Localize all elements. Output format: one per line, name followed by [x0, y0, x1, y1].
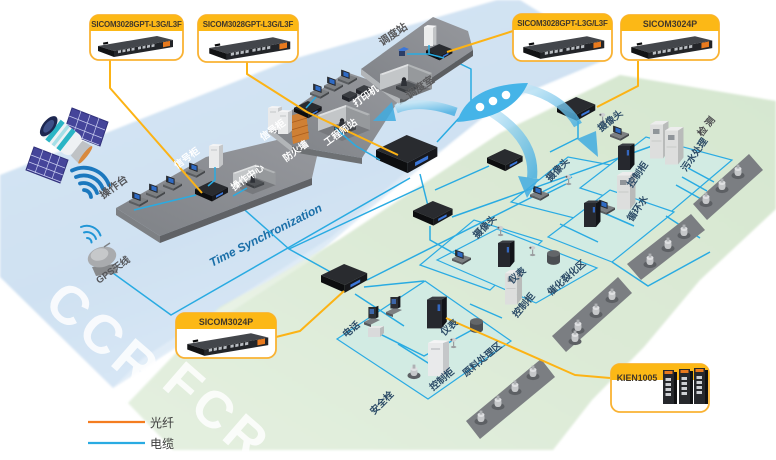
svg-text:KIEN1005: KIEN1005 — [617, 373, 658, 383]
svg-text:SICOM3024P: SICOM3024P — [199, 317, 253, 327]
svg-text:电缆: 电缆 — [150, 437, 174, 451]
svg-text:SICOM3028GPT-L3G/L3F: SICOM3028GPT-L3G/L3F — [91, 20, 182, 29]
svg-text:SICOM3024P: SICOM3024P — [643, 19, 697, 29]
svg-text:SICOM3028GPT-L3G/L3F: SICOM3028GPT-L3G/L3F — [517, 19, 608, 28]
svg-text:光纤: 光纤 — [150, 416, 174, 430]
svg-text:SICOM3028GPT-L3G/L3F: SICOM3028GPT-L3G/L3F — [203, 20, 294, 29]
